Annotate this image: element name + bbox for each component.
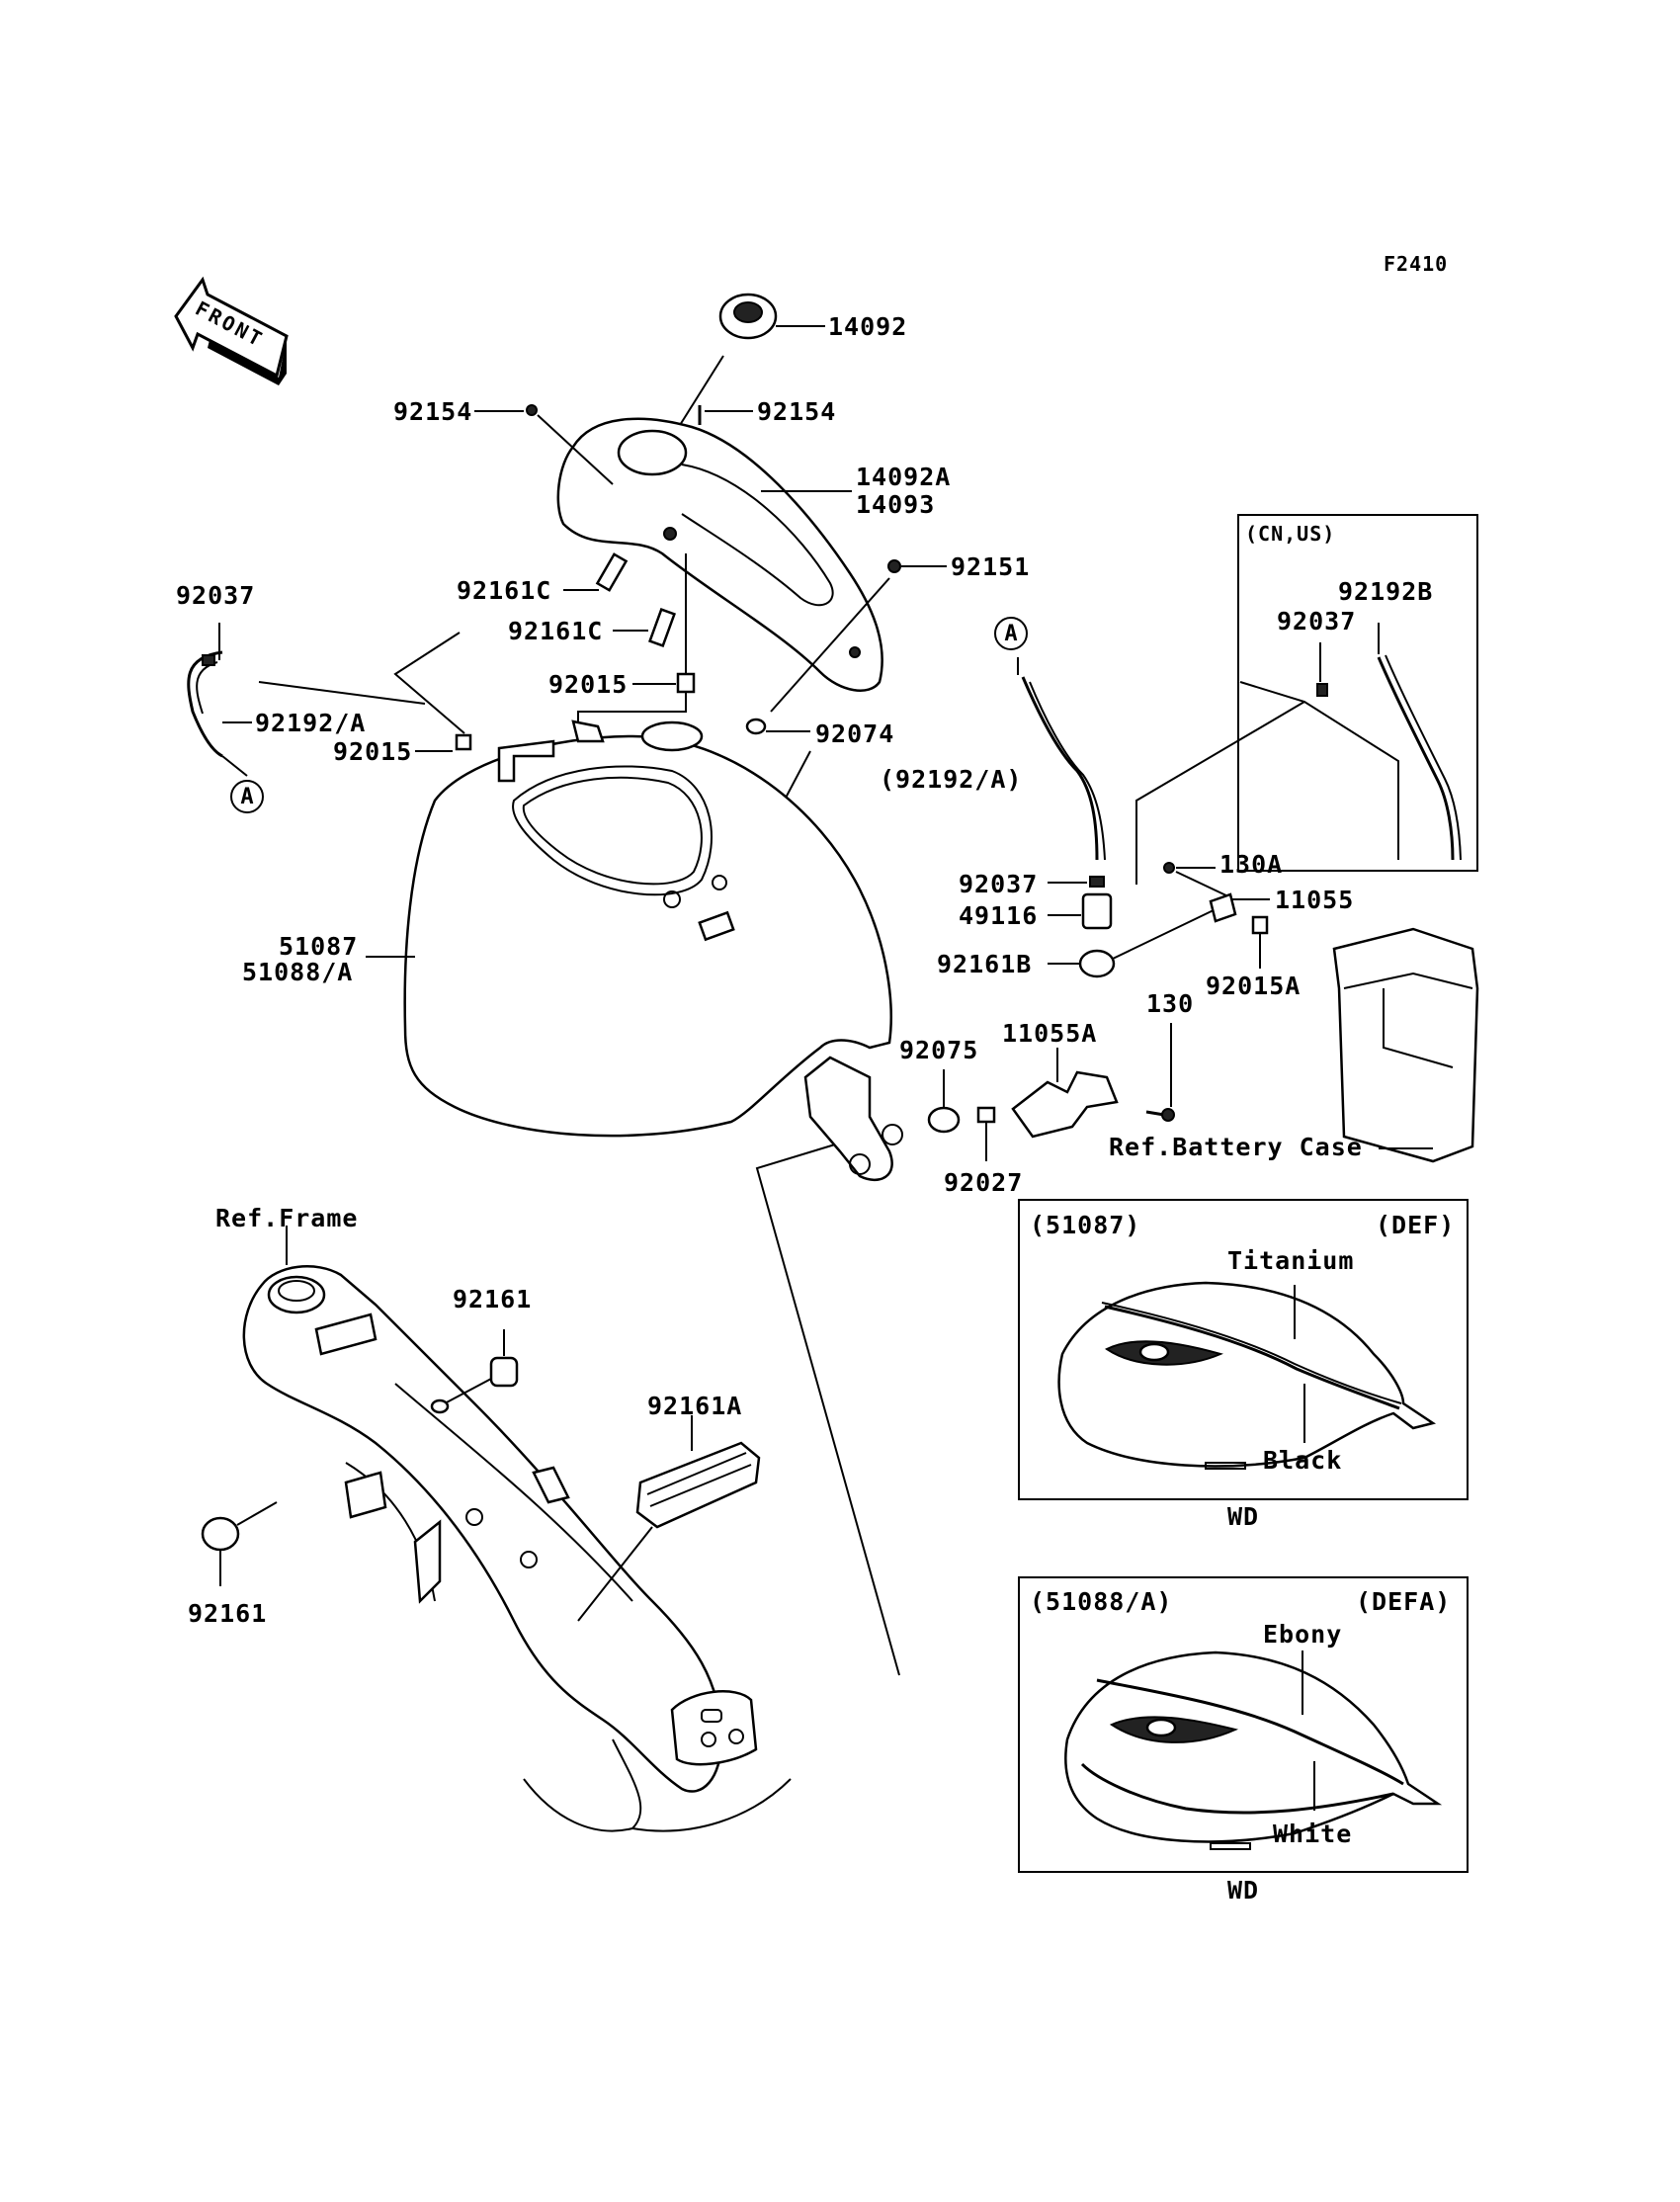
- collar-92027: [976, 1106, 996, 1161]
- cnus-box: [1237, 514, 1478, 872]
- part-92151: 92151: [951, 552, 1031, 581]
- part-92154-right: 92154: [757, 397, 837, 426]
- part-92037-mid: 92037: [959, 870, 1039, 898]
- part-92154-left: 92154: [393, 397, 473, 426]
- leader-cnus: [1135, 701, 1305, 885]
- screw-92151: [770, 559, 947, 713]
- part-92075: 92075: [899, 1036, 979, 1064]
- part-92161-top: 92161: [453, 1285, 533, 1313]
- part-92192a-paren: (92192/A): [880, 765, 1023, 794]
- damper-92161-bottom: [201, 1501, 278, 1586]
- part-92161b: 92161B: [937, 950, 1033, 978]
- variant-1-caption: WD: [1227, 1502, 1260, 1531]
- cnus-part-92192b: 92192B: [1338, 577, 1434, 606]
- variant-1-color-bottom: Black: [1263, 1446, 1343, 1475]
- screw-92154-left: [474, 404, 614, 485]
- part-92027: 92027: [944, 1168, 1024, 1197]
- front-arrow-icon: [174, 276, 289, 385]
- variant-tank-2-drawing: [1064, 1651, 1443, 1850]
- valve-49116: [1048, 892, 1113, 930]
- variant-tank-1-drawing: [1057, 1281, 1437, 1470]
- part-11055: 11055: [1275, 886, 1355, 914]
- variant-box-2: [1018, 1576, 1469, 1873]
- part-92161a: 92161A: [647, 1392, 743, 1420]
- damper-92161a: [577, 1415, 761, 1622]
- variant-2-color-top: Ebony: [1263, 1620, 1343, 1649]
- part-49116: 49116: [959, 901, 1039, 930]
- part-14092a: 14092A: [856, 463, 952, 491]
- part-11055a: 11055A: [1002, 1019, 1098, 1048]
- variant-2-code: (DEFA): [1356, 1587, 1452, 1616]
- part-51087: 51087: [279, 932, 359, 961]
- clamp-92037-mid: [1048, 876, 1105, 888]
- part-92161c-upper: 92161C: [457, 576, 552, 605]
- damper-92161c-upper: [563, 552, 629, 592]
- part-92074: 92074: [815, 720, 895, 748]
- marker-a-right: A: [994, 617, 1028, 650]
- part-92015-mid: 92015: [548, 670, 629, 699]
- ref-frame: Ref.Frame: [215, 1204, 359, 1232]
- part-92015-left: 92015: [333, 737, 413, 766]
- part-92161c-lower: 92161C: [508, 617, 604, 645]
- part-92037-left: 92037: [176, 581, 256, 610]
- frame-part: [242, 1226, 792, 1832]
- cnus-part-92037: 92037: [1277, 607, 1357, 635]
- bracket-11055: [1209, 892, 1270, 923]
- variant-2-part: (51088/A): [1030, 1587, 1173, 1616]
- bolt-130: [1145, 1023, 1175, 1122]
- part-14093: 14093: [856, 490, 936, 519]
- bolt-130a: [1163, 862, 1231, 898]
- variant-1-code: (DEF): [1376, 1211, 1456, 1239]
- breather-hose-left: [187, 623, 426, 777]
- part-14092: 14092: [828, 312, 908, 341]
- cnus-title: (CN,US): [1245, 522, 1336, 546]
- variant-2-color-bottom: White: [1273, 1820, 1353, 1848]
- damper-92161b: [1048, 908, 1217, 978]
- marker-a-left: A: [230, 780, 264, 813]
- part-130a: 130A: [1219, 850, 1284, 879]
- ref-battery-case: Ref.Battery Case: [1109, 1133, 1363, 1161]
- grommet-92015-left: [393, 632, 472, 752]
- part-92161-bottom: 92161: [188, 1599, 268, 1628]
- variant-1-part: (51087): [1030, 1211, 1141, 1239]
- damper-92161c-lower: [613, 608, 676, 647]
- variant-2-caption: WD: [1227, 1876, 1260, 1905]
- fuel-tank-part: [366, 720, 903, 1676]
- collar-92015a: [1251, 915, 1269, 969]
- variant-box-1: [1018, 1199, 1469, 1500]
- battery-case-part: [1332, 927, 1479, 1163]
- part-51088a: 51088/A: [242, 958, 354, 986]
- bracket-11055a: [1011, 1048, 1119, 1139]
- damper-92075: [927, 1069, 961, 1134]
- cnus-hose: [1239, 623, 1462, 861]
- variant-1-color-top: Titanium: [1227, 1246, 1355, 1275]
- part-130: 130: [1146, 989, 1195, 1018]
- figure-code: F2410: [1384, 252, 1449, 276]
- part-92015a: 92015A: [1206, 972, 1302, 1000]
- tank-cover-part: [556, 417, 883, 692]
- part-92192a-left: 92192/A: [255, 709, 367, 737]
- screw-92154-right: [698, 405, 753, 425]
- damper-92161-top: [430, 1329, 519, 1414]
- breather-hose-right: [1017, 657, 1106, 861]
